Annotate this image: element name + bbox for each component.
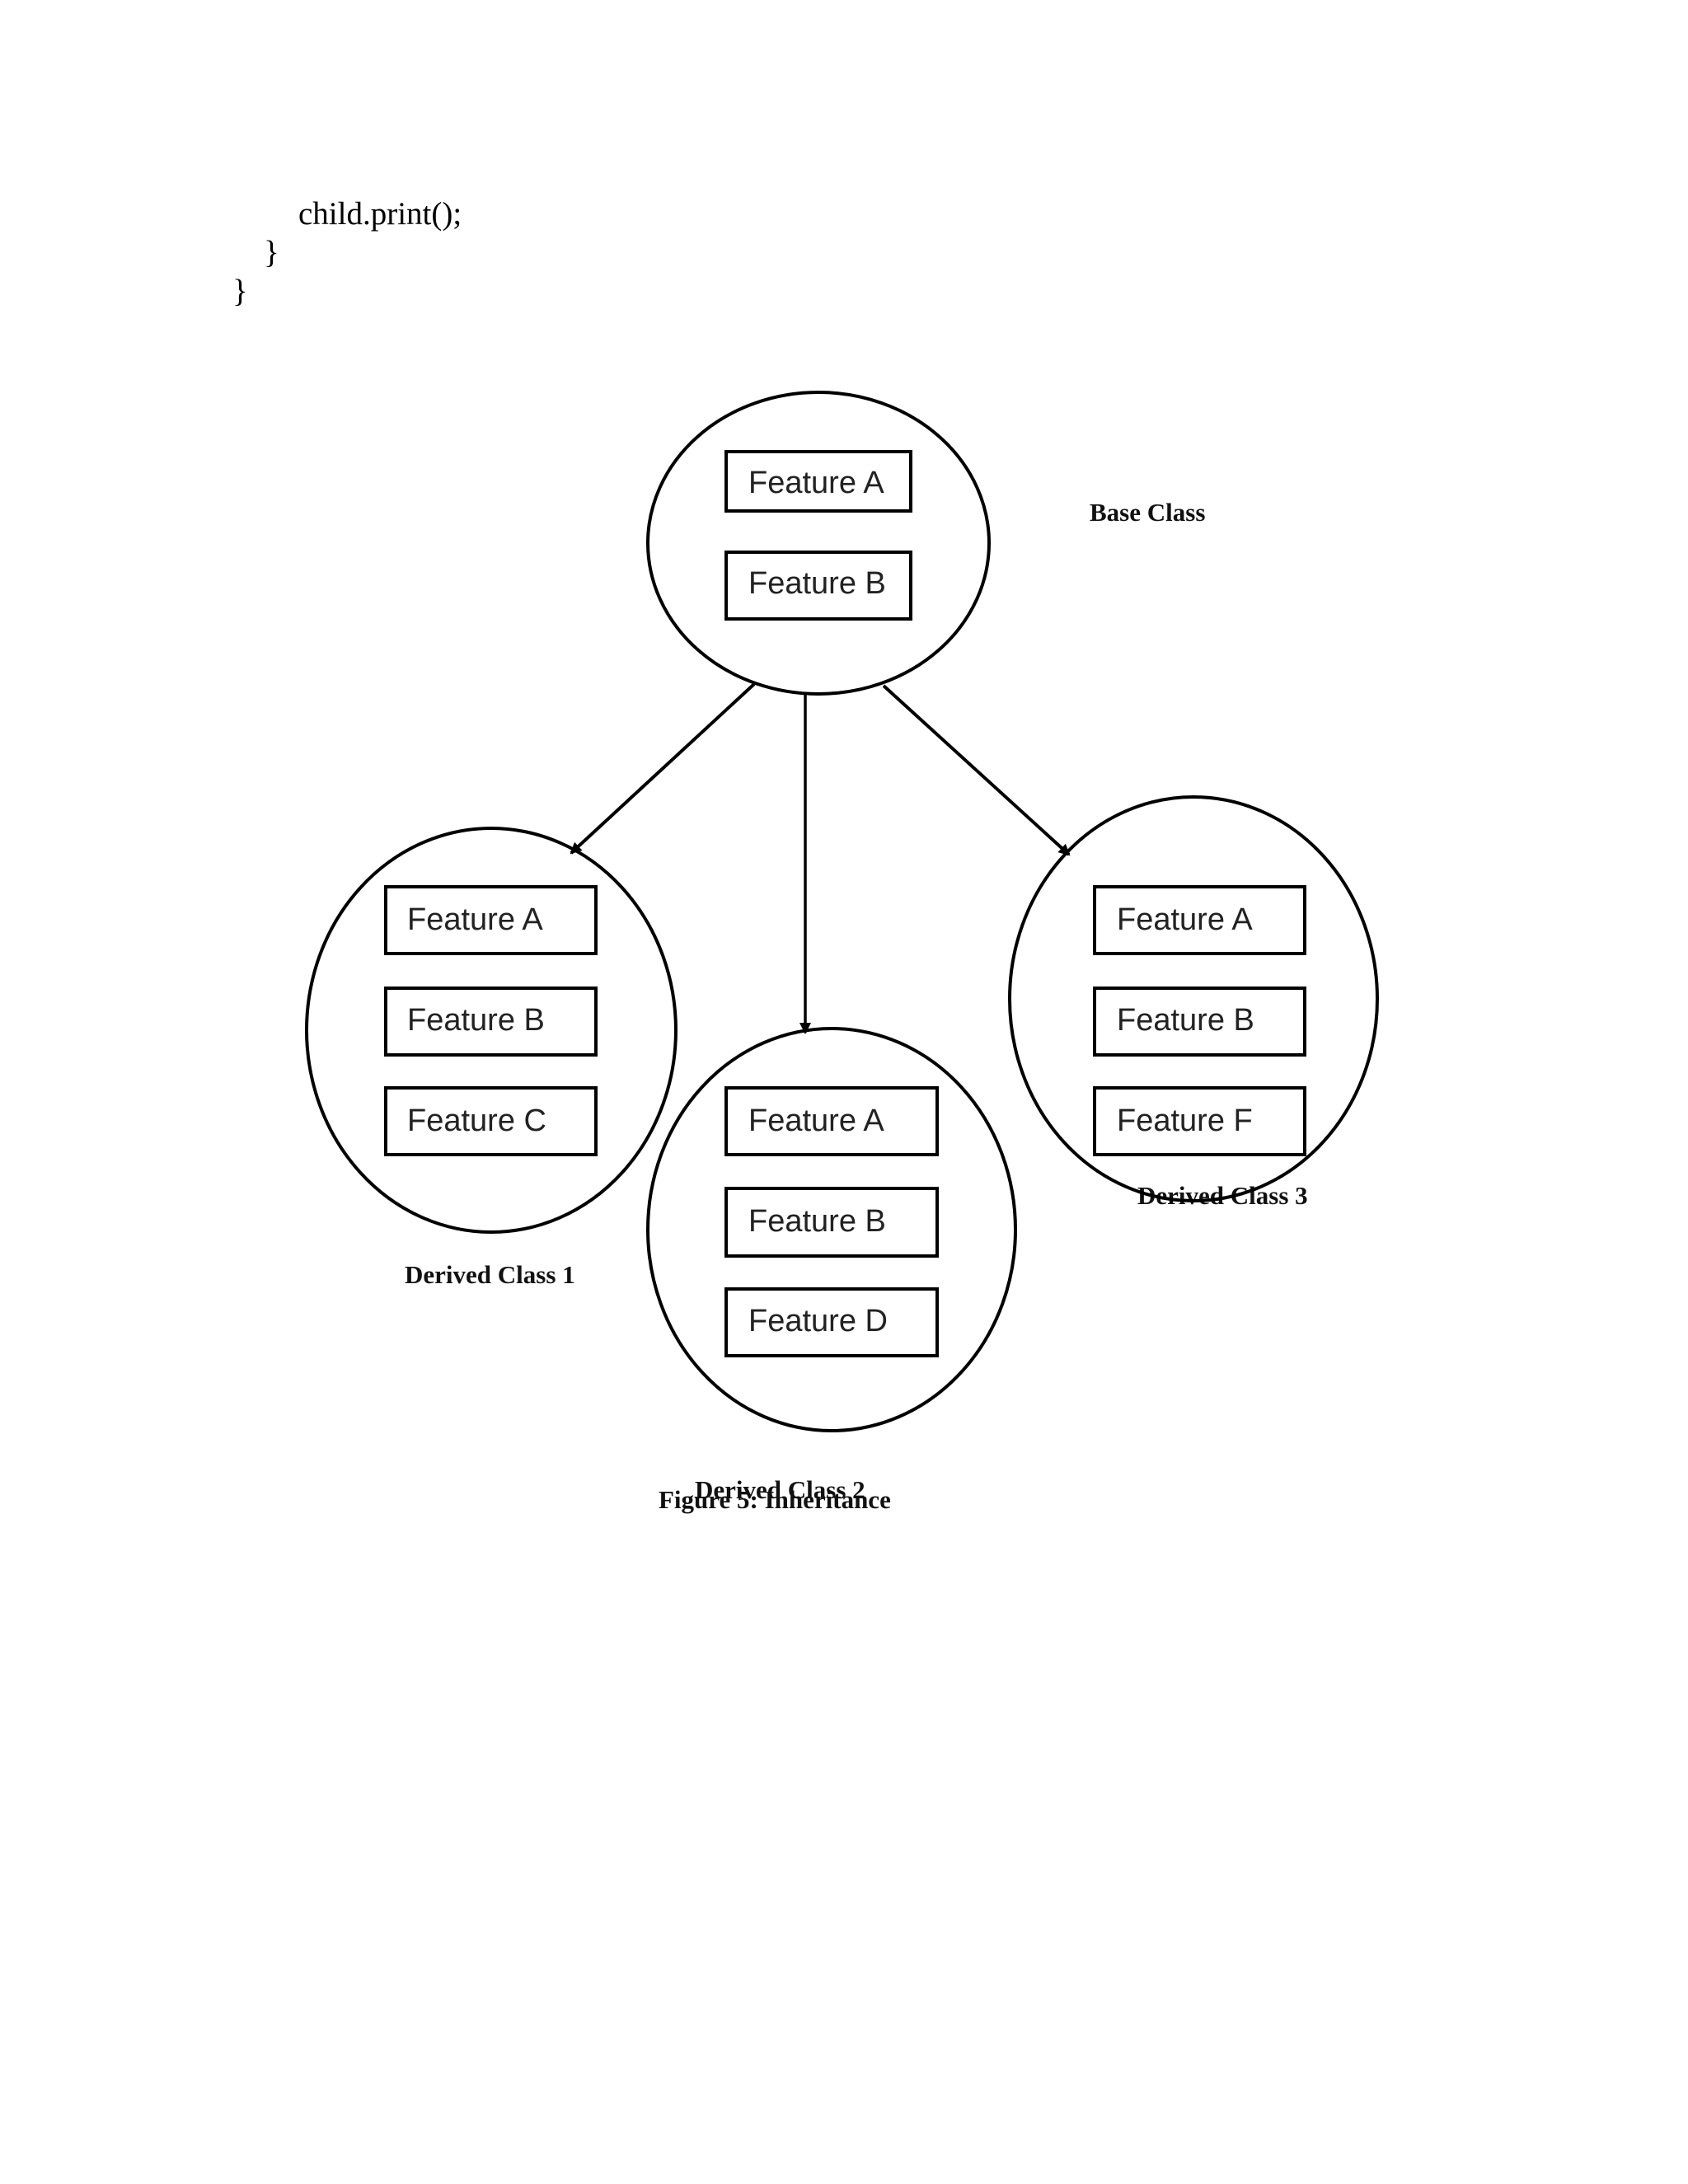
feature-label: Feature B: [748, 566, 886, 601]
feature-box: [384, 885, 598, 955]
arrow-base-to-derived-1: [570, 682, 756, 855]
base-class-node: Feature A Feature B: [646, 391, 991, 696]
code-line-3: }: [232, 274, 248, 309]
feature-box: [1093, 987, 1306, 1057]
feature-label: Feature A: [748, 466, 884, 500]
feature-box: [1093, 1086, 1306, 1156]
base-class-label: Base Class: [1090, 498, 1205, 527]
base-class-circle: [646, 391, 991, 696]
feature-label: Feature D: [748, 1304, 888, 1338]
feature-box: [1093, 885, 1306, 955]
arrow-base-to-derived-3: [882, 684, 1071, 856]
derived-class-1-label: Derived Class 1: [405, 1260, 575, 1289]
derived-class-3-label: Derived Class 3: [1137, 1181, 1308, 1210]
feature-label: Feature C: [407, 1104, 546, 1138]
feature-box: [724, 450, 912, 513]
derived-class-3-circle: [1008, 795, 1379, 1202]
figure-caption: Figure 5: Inheritance: [659, 1485, 891, 1514]
derived-class-3-node: Derived Class 3 Feature A Feature B Feat…: [1008, 795, 1379, 1210]
code-line-2: }: [264, 235, 279, 270]
derived-class-2-label: Derived Class 2: [695, 1475, 865, 1504]
feature-box: [384, 987, 598, 1057]
derived-class-2-circle: [646, 1027, 1017, 1432]
derived-class-1-node: Feature A Feature B Feature C: [305, 827, 678, 1234]
feature-box: [724, 1187, 939, 1258]
derived-class-2-node: Feature A Feature B Feature D: [646, 1027, 1017, 1432]
feature-label: Feature B: [748, 1204, 886, 1239]
feature-label: Feature B: [1117, 1003, 1254, 1038]
feature-box: [384, 1086, 598, 1156]
feature-label: Feature B: [407, 1003, 545, 1038]
feature-box: [724, 551, 912, 621]
feature-label: Feature A: [407, 902, 543, 937]
feature-box: [724, 1086, 939, 1156]
feature-box: [724, 1287, 939, 1357]
derived-class-1-circle: [305, 827, 678, 1234]
feature-label: Feature F: [1117, 1104, 1253, 1138]
feature-label: Feature A: [748, 1104, 884, 1138]
code-line-1: child.print();: [298, 196, 462, 232]
feature-label: Feature A: [1117, 902, 1253, 937]
